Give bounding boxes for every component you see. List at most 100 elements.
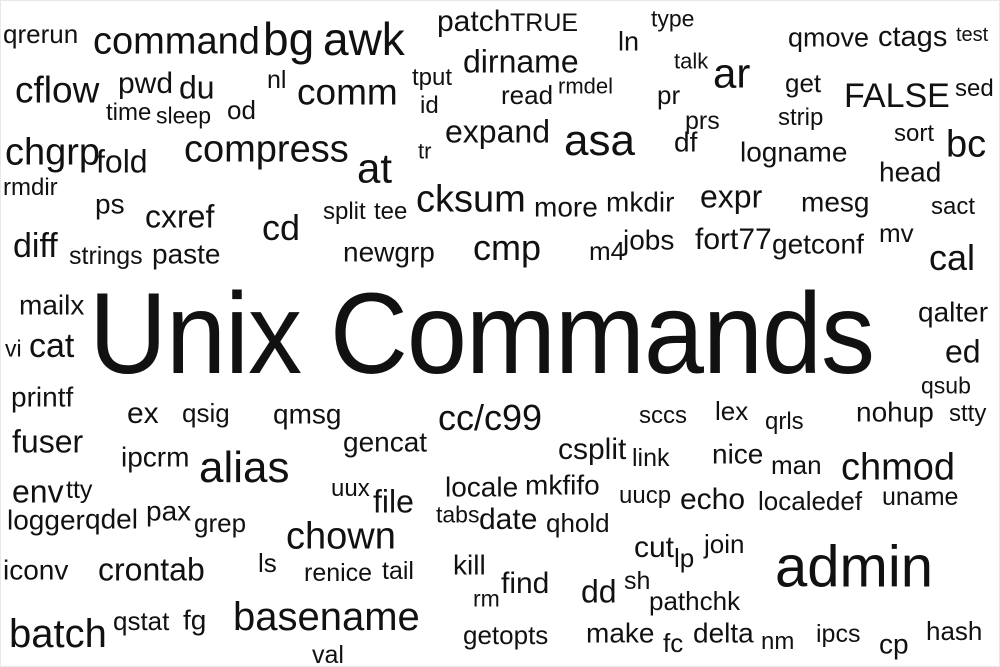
cloud-word: prs [685, 107, 720, 135]
cloud-word: expand [445, 113, 550, 150]
cloud-word: type [651, 5, 695, 32]
cloud-word: chgrp [5, 131, 101, 174]
cloud-word: batch [9, 612, 107, 656]
cloud-word: env [12, 473, 64, 510]
cloud-word: od [227, 95, 256, 126]
cloud-word: find [501, 567, 550, 600]
cloud-word: pwd [118, 67, 174, 100]
cloud-word: qstat [113, 606, 170, 637]
cloud-word: cat [29, 326, 75, 365]
cloud-word: grep [194, 508, 247, 539]
cloud-word: cmp [473, 227, 542, 269]
cloud-word: cp [879, 628, 909, 660]
cloud-word: cxref [145, 198, 215, 235]
cloud-word: admin [775, 534, 933, 600]
cloud-word: mkfifo [525, 469, 600, 501]
cloud-word: chown [286, 515, 396, 558]
cloud-word: head [879, 156, 942, 188]
cloud-word: newgrp [343, 236, 435, 268]
cloud-word: iconv [3, 554, 69, 586]
cloud-word: cc/c99 [438, 397, 543, 439]
cloud-word: sort [894, 119, 935, 147]
cloud-word: crontab [98, 551, 205, 588]
cloud-word: nohup [856, 396, 934, 428]
cloud-word: pax [146, 495, 192, 527]
cloud-word: make [586, 617, 655, 649]
cloud-word: tr [418, 138, 432, 164]
cloud-word: ipcrm [121, 441, 190, 473]
cloud-word: rmdel [558, 73, 614, 99]
cloud-word: time [106, 98, 152, 126]
cloud-word: delta [693, 617, 754, 649]
cloud-word: ls [258, 548, 277, 579]
cloud-word: stty [949, 399, 987, 427]
cloud-title: Unix Commands [89, 270, 875, 398]
cloud-word: alias [199, 442, 290, 492]
cloud-word: nl [267, 66, 287, 94]
cloud-word: vi [5, 335, 22, 362]
cloud-word: test [956, 24, 989, 46]
cloud-word: nice [712, 438, 764, 470]
cloud-word: sccs [639, 401, 687, 429]
cloud-word: du [179, 69, 215, 106]
cloud-word: read [501, 80, 554, 111]
cloud-word: lex [715, 396, 749, 427]
cloud-word: fuser [12, 423, 84, 460]
cloud-word: fold [96, 143, 148, 180]
cloud-word: FALSE [844, 76, 950, 115]
cloud-word: qalter [918, 296, 989, 328]
cloud-word: cal [929, 237, 976, 279]
cloud-word: logname [740, 136, 848, 168]
cloud-word: rmdir [3, 173, 58, 201]
cloud-word: df [674, 126, 698, 158]
cloud-word: talk [674, 48, 709, 74]
cloud-word: ln [618, 26, 640, 57]
cloud-word: comm [297, 71, 398, 113]
cloud-word: cut [634, 531, 675, 564]
cloud-word: m4 [589, 236, 626, 267]
cloud-word: uux [331, 474, 370, 502]
cloud-word: locale [445, 471, 519, 503]
cloud-word: get [785, 68, 822, 99]
cloud-word: sact [931, 192, 976, 220]
cloud-word: ar [713, 49, 751, 97]
cloud-word: paste [152, 238, 221, 270]
cloud-word: mailx [19, 289, 85, 321]
cloud-word: cflow [15, 69, 100, 111]
cloud-word: qmove [788, 22, 870, 53]
cloud-word: logger [7, 504, 85, 536]
cloud-word: qmsg [273, 398, 342, 430]
cloud-word: basename [233, 595, 420, 639]
cloud-word: diff [13, 226, 58, 265]
cloud-word: qhold [546, 508, 610, 539]
cloud-word: rm [473, 585, 500, 612]
cloud-word: tput [412, 63, 453, 91]
cloud-word: qsig [182, 398, 230, 429]
cloud-word: ex [127, 397, 159, 430]
cloud-word: command [93, 20, 260, 63]
cloud-word: uname [882, 483, 959, 511]
cloud-word: mkdir [606, 186, 675, 218]
cloud-word: ctags [878, 20, 948, 53]
cloud-word: tabs [436, 501, 480, 528]
cloud-word: tty [66, 476, 93, 504]
cloud-word: man [771, 450, 822, 481]
cloud-word: id [420, 91, 439, 119]
cloud-word: ps [95, 188, 125, 220]
cloud-word: qsub [921, 372, 971, 399]
cloud-word: qrerun [3, 19, 79, 50]
cloud-word: lp [674, 543, 695, 574]
cloud-word: cd [262, 207, 301, 249]
cloud-word: qrls [765, 407, 804, 435]
cloud-word: kill [453, 549, 486, 581]
cloud-word: sed [955, 74, 994, 102]
cloud-word: compress [184, 128, 349, 171]
cloud-word: tail [382, 557, 414, 585]
cloud-word: mesg [801, 186, 870, 218]
cloud-word: jobs [623, 224, 675, 256]
cloud-word: sleep [156, 102, 211, 129]
cloud-word: date [479, 503, 538, 536]
cloud-word: split [323, 197, 366, 225]
cloud-word: echo [680, 483, 746, 516]
